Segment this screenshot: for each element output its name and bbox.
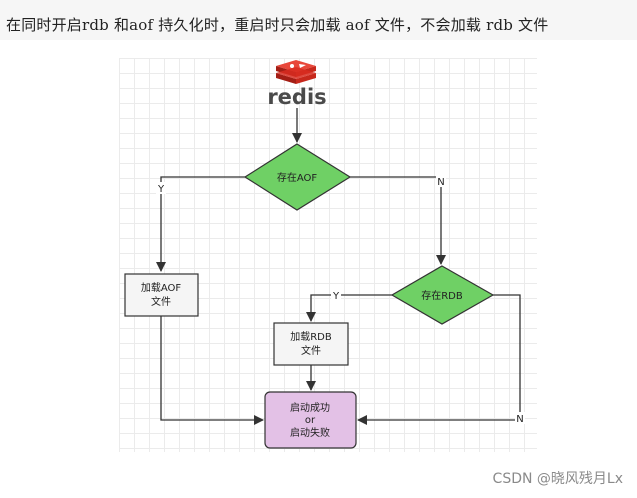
decision-aof: 存在AOF: [243, 143, 352, 211]
decision-aof-label: 存在AOF: [277, 171, 318, 184]
diagram-canvas: [119, 58, 537, 452]
label-rdb-yes: Y: [332, 291, 340, 302]
result-line-3: 启动失败: [290, 426, 330, 439]
decision-rdb-label: 存在RDB: [421, 289, 463, 302]
edge-aof-yes: [156, 176, 245, 272]
decision-rdb: 存在RDB: [390, 265, 495, 325]
edge-rdb-no: [357, 294, 521, 425]
edge-load-aof-to-result: [160, 316, 264, 425]
process-load-aof: 加载AOF 文件: [124, 273, 199, 317]
redis-logo-text: redis: [267, 85, 326, 109]
redis-logo: redis: [267, 60, 327, 109]
label-aof-no: N: [437, 177, 444, 188]
edge-rdb-yes: [306, 294, 392, 322]
load-rdb-line-1: 加载RDB: [290, 331, 332, 343]
load-aof-line-1: 加载AOF: [141, 282, 182, 294]
watermark: CSDN @晓风残月Lx: [492, 471, 623, 487]
process-load-rdb: 加载RDB 文件: [273, 322, 349, 366]
load-aof-line-2: 文件: [151, 295, 171, 308]
caption-bar: 在同时开启rdb 和aof 持久化时，重启时只会加载 aof 文件，不会加载 r…: [0, 0, 637, 40]
result-line-1: 启动成功: [290, 401, 330, 414]
result-line-2: or: [305, 415, 316, 426]
load-rdb-line-2: 文件: [301, 344, 321, 357]
edge-aof-no: [350, 176, 446, 265]
label-aof-yes: Y: [157, 184, 165, 195]
edge-labels: Y N Y N: [156, 175, 525, 425]
caption-text: 在同时开启rdb 和aof 持久化时，重启时只会加载 aof 文件，不会加载 r…: [6, 16, 549, 34]
redis-cube-icon: [276, 60, 316, 84]
result-node: 启动成功 or 启动失败: [264, 391, 357, 449]
label-rdb-no: N: [516, 414, 523, 425]
connectors: [156, 108, 521, 425]
